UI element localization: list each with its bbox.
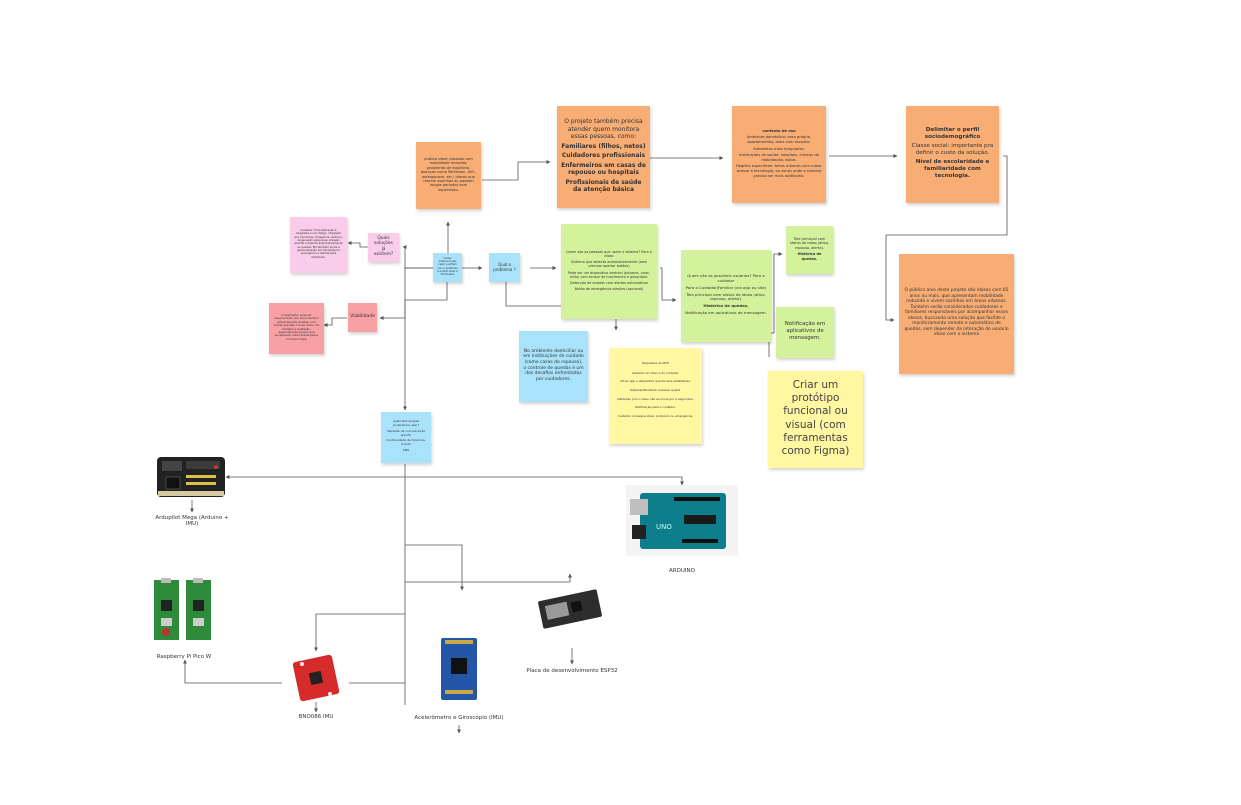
note-text: Qual o problema ? [493, 261, 516, 272]
caption-arduino: ARDUINO [669, 568, 695, 574]
note-solucao[interactable]: Quem são as pessoas que usam o sistema? … [561, 224, 657, 319]
note-text: Botão de emergência simples (opcional) [574, 287, 644, 292]
note-text: Validade da comunicação wer-fin [386, 428, 426, 437]
esp32-board-image[interactable] [536, 589, 606, 629]
caption-pico: Raspberry Pi Pico W [156, 654, 212, 660]
connector [183, 659, 282, 684]
note-text: Viabilidade [350, 313, 375, 319]
note-publico-idoso[interactable]: publico ideal: pessoas com mobilidade re… [416, 142, 481, 209]
note-text: Instituições de saúde: hospitais, clínic… [739, 153, 819, 162]
note-text: Cuidadores profissionais [561, 152, 646, 160]
note-text: Sistema que detecta automaticamente (sem… [571, 260, 647, 269]
caption-bno086: BNO086 IMU [298, 714, 334, 720]
note-text: Quem são os possíveis usuários? Para o c… [687, 272, 765, 283]
note-text: Tela principal com status do idoso (ativ… [790, 237, 829, 250]
note-usuarios[interactable]: Quem são os possíveis usuários? Para o c… [681, 250, 771, 342]
caption-ardupilot: Ardupilot Mega (Arduino + IMU) [155, 515, 229, 527]
note-text: publico ideal: pessoas com mobilidade re… [420, 156, 477, 192]
note-contexto-uso[interactable]: contexto de uso Ambiente doméstico: casa… [732, 106, 826, 203]
note-text: Ativar app e dispositivo que fornece est… [620, 379, 691, 384]
note-text: O dispositivo pode ser desenvolvido com … [273, 313, 320, 341]
bno086-imu-image[interactable] [282, 654, 349, 702]
connector [405, 544, 464, 591]
connector [347, 241, 368, 248]
note-text: Notificação em aplicativos de mensagem. [685, 310, 767, 316]
note-text: Regiões específicas: áreas urbanas com m… [736, 164, 822, 178]
note-monitora[interactable]: O projeto também precisa atender quem mo… [557, 106, 650, 208]
connector [314, 613, 405, 652]
note-text: Quem são as pessoas que usam o sistema? … [566, 249, 652, 258]
note-tela-principal[interactable]: Tela principal com status do idoso (ativ… [786, 226, 833, 274]
note-text: Idosos internacionais caem e sofrem com … [437, 257, 458, 276]
connector [379, 267, 433, 320]
note-text: Cuidador consegue idoso, protocolo ou em… [617, 413, 694, 418]
note-text: Enfermeiros em casas de repouso ou hospi… [561, 161, 646, 177]
caption-esp32: Placa de desenvolvimento ESP32 [526, 668, 618, 674]
note-text: Histórico de quedas. [797, 252, 822, 261]
note-tecnologias[interactable]: quais tecnologias poderemos usar? Valida… [381, 412, 431, 463]
note-text: quais tecnologias poderemos usar? [392, 419, 420, 428]
note-text: Criar um protótipo funcional ou visual (… [781, 379, 850, 457]
note-text: Cadastro do idoso e do cuidador. [631, 370, 680, 375]
note-solucoes-existentes[interactable]: Cuidador: Uma aplicação é integrada a um… [290, 217, 347, 273]
note-text: O projeto também precisa atender quem mo… [564, 118, 643, 141]
note-text: Detecção de quedas com alertas automátic… [570, 281, 648, 285]
note-text: Notificação para o cuidador. [635, 405, 676, 410]
note-controle-quedas[interactable]: No ambiente domiciliar ou em instituiçõe… [519, 331, 588, 402]
note-notificacao[interactable]: Notificação em aplicativos de mensagem. [776, 307, 834, 358]
connector [660, 267, 677, 302]
note-text: Notificação em aplicativos de mensagem. [784, 321, 826, 341]
note-text: Validação (um o idoso não se move por X … [617, 396, 694, 401]
note-requisitos-mvp[interactable]: Requisitos do MVP Cadastro do idoso e do… [609, 348, 702, 444]
connector [482, 160, 551, 181]
note-perfil[interactable]: Delimitar o perfil sociodemográfico Clas… [906, 106, 999, 203]
arduino-uno-image[interactable]: UNO [626, 485, 738, 556]
caption-mpu: Acelerômetro e Giroscópio (IMU) [414, 715, 504, 721]
note-text: Pode ser um dispositivo vestível (pulsei… [567, 270, 651, 279]
connector [323, 317, 347, 327]
ardupilot-board-image[interactable] [156, 455, 226, 499]
connector [405, 476, 684, 486]
mpu-imu-image[interactable] [439, 636, 479, 702]
note-text: Ambiente doméstico: casa própria, aparta… [746, 135, 812, 144]
connector [405, 573, 572, 583]
note-text: Continuidade de funciona-mento [386, 438, 426, 447]
note-text: No ambiente domiciliar ou em instituiçõe… [523, 348, 584, 382]
note-text: Classe social: importante pra definir o … [911, 143, 994, 156]
note-prototipo[interactable]: Criar um protótipo funcional ou visual (… [768, 371, 863, 468]
note-publico-alvo[interactable]: O público alvo deste projeto são idosos … [899, 254, 1014, 374]
note-text: Delimitar o perfil sociodemográfico [924, 127, 981, 141]
note-text: Profissionais de saúde da atenção básica [565, 178, 642, 194]
note-text: contexto de uso [762, 128, 796, 133]
raspberry-pi-pico-image[interactable] [152, 578, 214, 642]
note-text: Familiares (filhos, netos) [561, 142, 646, 150]
note-text: Ambientes mais irregulares. [753, 146, 805, 151]
connector [402, 245, 433, 269]
note-viabilidade[interactable]: O dispositivo pode ser desenvolvido com … [269, 303, 324, 354]
note-text: Histórico de quedas. [703, 303, 749, 309]
connector [403, 282, 448, 411]
note-viabilidade-label[interactable]: Viabilidade [348, 303, 377, 332]
note-text: Detectar/Monitorar possível queda. [629, 387, 682, 392]
svg-text:UNO: UNO [656, 523, 672, 531]
note-text: O público alvo deste projeto são idosos … [904, 288, 1009, 338]
note-quais-solucoes[interactable]: Quais soluções já existem? [368, 233, 399, 262]
note-qual-problema[interactable]: Qual o problema ? [489, 253, 520, 282]
note-text: SMS [402, 447, 410, 452]
note-text: Tela principal com status do idoso (ativ… [686, 291, 766, 302]
note-text: Para o Cuidador/Familiar (via app ou sit… [685, 284, 767, 290]
connector [773, 252, 783, 296]
note-root-idosos[interactable]: Idosos internacionais caem e sofrem com … [433, 253, 462, 282]
note-text: Requisitos do MVP [642, 361, 669, 365]
note-text: Cuidador: Uma aplicação é integrada a um… [294, 227, 343, 259]
note-text: Nível de escolaridade e familiaridade co… [915, 158, 990, 179]
note-text: Quais soluções já existem? [373, 235, 394, 257]
